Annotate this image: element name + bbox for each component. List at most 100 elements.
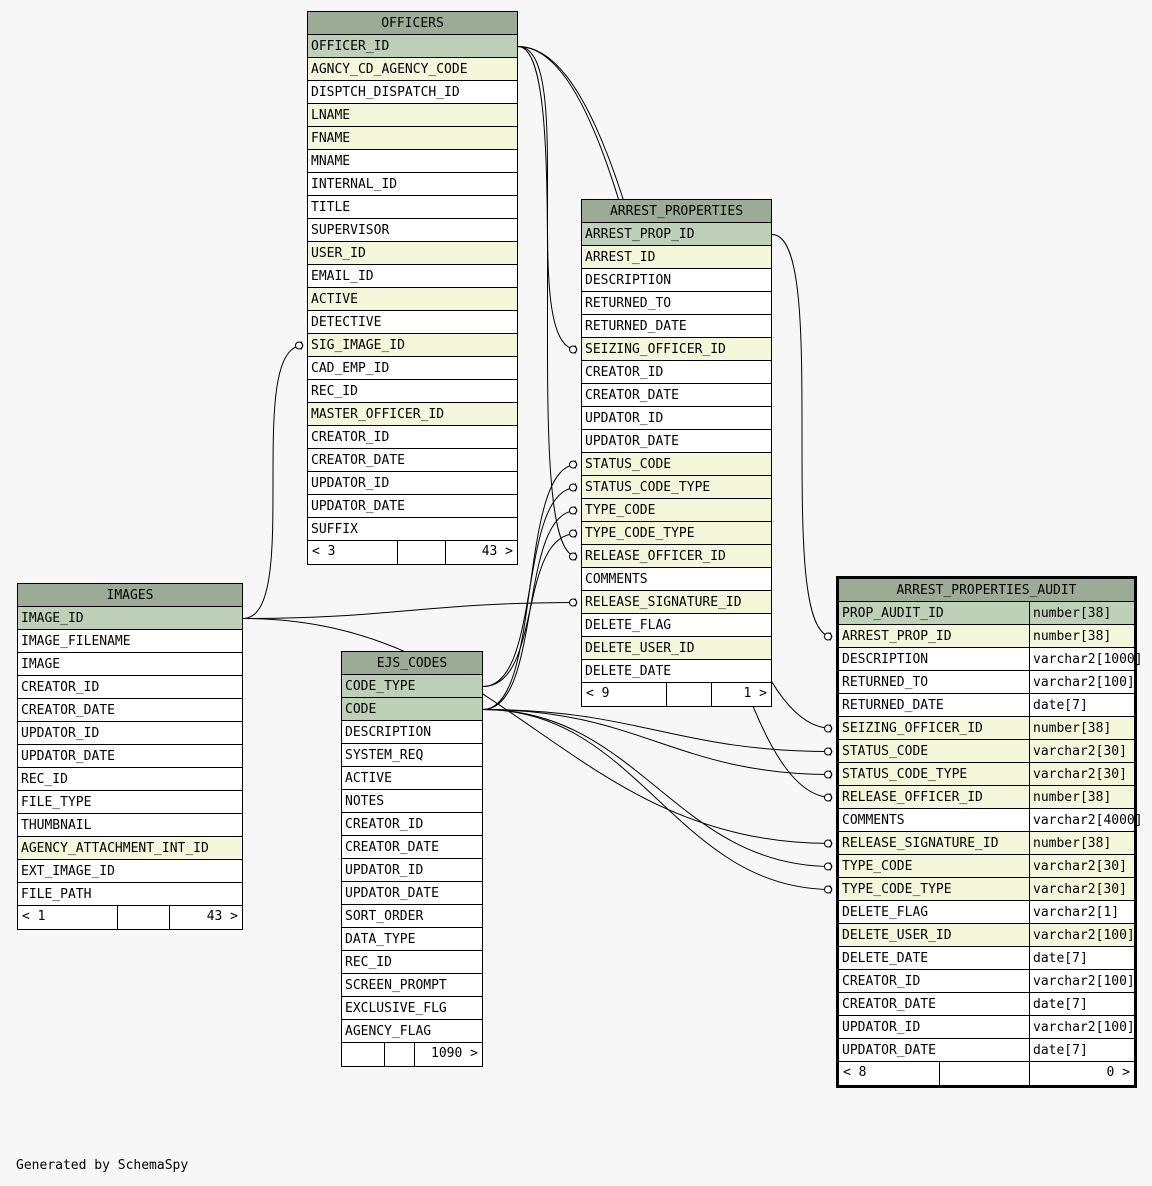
column-row-mname[interactable]: MNAME xyxy=(308,150,517,173)
column-row-updator-id[interactable]: UPDATOR_ID xyxy=(18,722,242,745)
column-row-release-signature-id[interactable]: RELEASE_SIGNATURE_ID xyxy=(582,591,771,614)
column-row-agency-flag[interactable]: AGENCY_FLAG xyxy=(342,1020,482,1043)
column-row-code[interactable]: CODE xyxy=(342,698,482,721)
column-row-active[interactable]: ACTIVE xyxy=(342,767,482,790)
column-row-returned-to[interactable]: RETURNED_TO xyxy=(582,292,771,315)
column-row-exclusive-flg[interactable]: EXCLUSIVE_FLG xyxy=(342,997,482,1020)
column-row-master-officer-id[interactable]: MASTER_OFFICER_ID xyxy=(308,403,517,426)
column-row-email-id[interactable]: EMAIL_ID xyxy=(308,265,517,288)
column-row-delete-date[interactable]: DELETE_DATE xyxy=(582,660,771,683)
column-row-image[interactable]: IMAGE xyxy=(18,653,242,676)
column-row-description[interactable]: DESCRIPTION xyxy=(582,269,771,292)
column-row-lname[interactable]: LNAME xyxy=(308,104,517,127)
column-row-rec-id[interactable]: REC_ID xyxy=(18,768,242,791)
column-row-sort-order[interactable]: SORT_ORDER xyxy=(342,905,482,928)
column-row-type-code-type[interactable]: TYPE_CODE_TYPE xyxy=(582,522,771,545)
column-row-returned-date[interactable]: RETURNED_DATE xyxy=(582,315,771,338)
column-row-updator-date[interactable]: UPDATOR_DATE xyxy=(18,745,242,768)
column-row-cad-emp-id[interactable]: CAD_EMP_ID xyxy=(308,357,517,380)
parent-count[interactable]: < 3 xyxy=(308,541,398,564)
column-row-creator-date[interactable]: CREATOR_DATE xyxy=(582,384,771,407)
column-row-rec-id[interactable]: REC_ID xyxy=(342,951,482,974)
column-row-updator-id[interactable]: UPDATOR_ID xyxy=(308,472,517,495)
column-row-screen-prompt[interactable]: SCREEN_PROMPT xyxy=(342,974,482,997)
column-row-arrest-id[interactable]: ARREST_ID xyxy=(582,246,771,269)
column-row-detective[interactable]: DETECTIVE xyxy=(308,311,517,334)
child-count[interactable]: 43 > xyxy=(481,544,513,559)
table-header[interactable]: IMAGES xyxy=(18,584,242,607)
column-row-delete-flag[interactable]: DELETE_FLAG xyxy=(582,614,771,637)
column-row-active[interactable]: ACTIVE xyxy=(308,288,517,311)
column-row-file-path[interactable]: FILE_PATH xyxy=(18,883,242,906)
column-row-officer-id[interactable]: OFFICER_ID xyxy=(308,35,517,58)
column-row-type-code[interactable]: TYPE_CODE xyxy=(582,499,771,522)
column-row-disptch-dispatch-id[interactable]: DISPTCH_DISPATCH_ID xyxy=(308,81,517,104)
column-row-supervisor[interactable]: SUPERVISOR xyxy=(308,219,517,242)
column-row-creator-date[interactable]: CREATOR_DATE xyxy=(18,699,242,722)
column-row-thumbnail[interactable]: THUMBNAIL xyxy=(18,814,242,837)
column-row-updator-id[interactable]: UPDATOR_ID xyxy=(582,407,771,430)
table-header[interactable]: EJS_CODES xyxy=(342,652,482,675)
column-row-notes[interactable]: NOTES xyxy=(342,790,482,813)
column-row-arrest-prop-id[interactable]: ARREST_PROP_ID xyxy=(582,223,771,246)
column-row-rec-id[interactable]: REC_ID xyxy=(308,380,517,403)
column-row-creator-id[interactable]: CREATOR_ID xyxy=(18,676,242,699)
child-count[interactable]: 43 > xyxy=(206,909,238,924)
column-row-release-officer-id[interactable]: RELEASE_OFFICER_ID xyxy=(582,545,771,568)
column-row-title[interactable]: TITLE xyxy=(308,196,517,219)
column-row-image-id[interactable]: IMAGE_ID xyxy=(18,607,242,630)
parent-count[interactable]: < 1 xyxy=(18,906,118,929)
column-row-creator-id[interactable]: CREATOR_ID xyxy=(308,426,517,449)
column-row-suffix[interactable]: SUFFIX xyxy=(308,518,517,541)
column-row-updator-date[interactable]: UPDATOR_DATE xyxy=(342,882,482,905)
column-row-creator-date[interactable]: CREATOR_DATE xyxy=(342,836,482,859)
child-count[interactable]: 0 > xyxy=(1106,1065,1130,1080)
column-row-creator-id[interactable]: CREATOR_ID xyxy=(582,361,771,384)
table-header[interactable]: ARREST_PROPERTIES_AUDIT xyxy=(839,579,1134,602)
child-count[interactable]: 1 > xyxy=(743,686,767,701)
parent-count[interactable]: < 9 xyxy=(582,683,667,706)
column-row-user-id[interactable]: USER_ID xyxy=(308,242,517,265)
column-row-description[interactable]: DESCRIPTION xyxy=(342,721,482,744)
column-row-fname[interactable]: FNAME xyxy=(308,127,517,150)
column-row-updator-id[interactable]: UPDATOR_ID xyxy=(342,859,482,882)
column-row-agncy-cd-agency-code[interactable]: AGNCY_CD_AGENCY_CODE xyxy=(308,58,517,81)
table-header[interactable]: ARREST_PROPERTIES xyxy=(582,200,771,223)
column-row-updator-date[interactable]: UPDATOR_DATE xyxy=(582,430,771,453)
parent-count[interactable]: < 8 xyxy=(839,1062,940,1085)
column-row-updator-date[interactable]: UPDATOR_DATE xyxy=(308,495,517,518)
column-row-file-type[interactable]: FILE_TYPE xyxy=(18,791,242,814)
column-row-internal-id[interactable]: INTERNAL_ID xyxy=(308,173,517,196)
column-row-agency-attachment-int-id[interactable]: AGENCY_ATTACHMENT_INT_ID xyxy=(18,837,242,860)
child-count[interactable]: 1090 > xyxy=(431,1046,478,1061)
column-row-creator-date[interactable]: CREATOR_DATE xyxy=(308,449,517,472)
column-row-seizing-officer-id[interactable]: SEIZING_OFFICER_ID xyxy=(582,338,771,361)
column-row-sig-image-id[interactable]: SIG_IMAGE_ID xyxy=(308,334,517,357)
column-row-system-req[interactable]: SYSTEM_REQ xyxy=(342,744,482,767)
column-row-data-type[interactable]: DATA_TYPE xyxy=(342,928,482,951)
column-row-status-code[interactable]: STATUS_CODE xyxy=(582,453,771,476)
table-header[interactable]: OFFICERS xyxy=(308,12,517,35)
column-row-ext-image-id[interactable]: EXT_IMAGE_ID xyxy=(18,860,242,883)
